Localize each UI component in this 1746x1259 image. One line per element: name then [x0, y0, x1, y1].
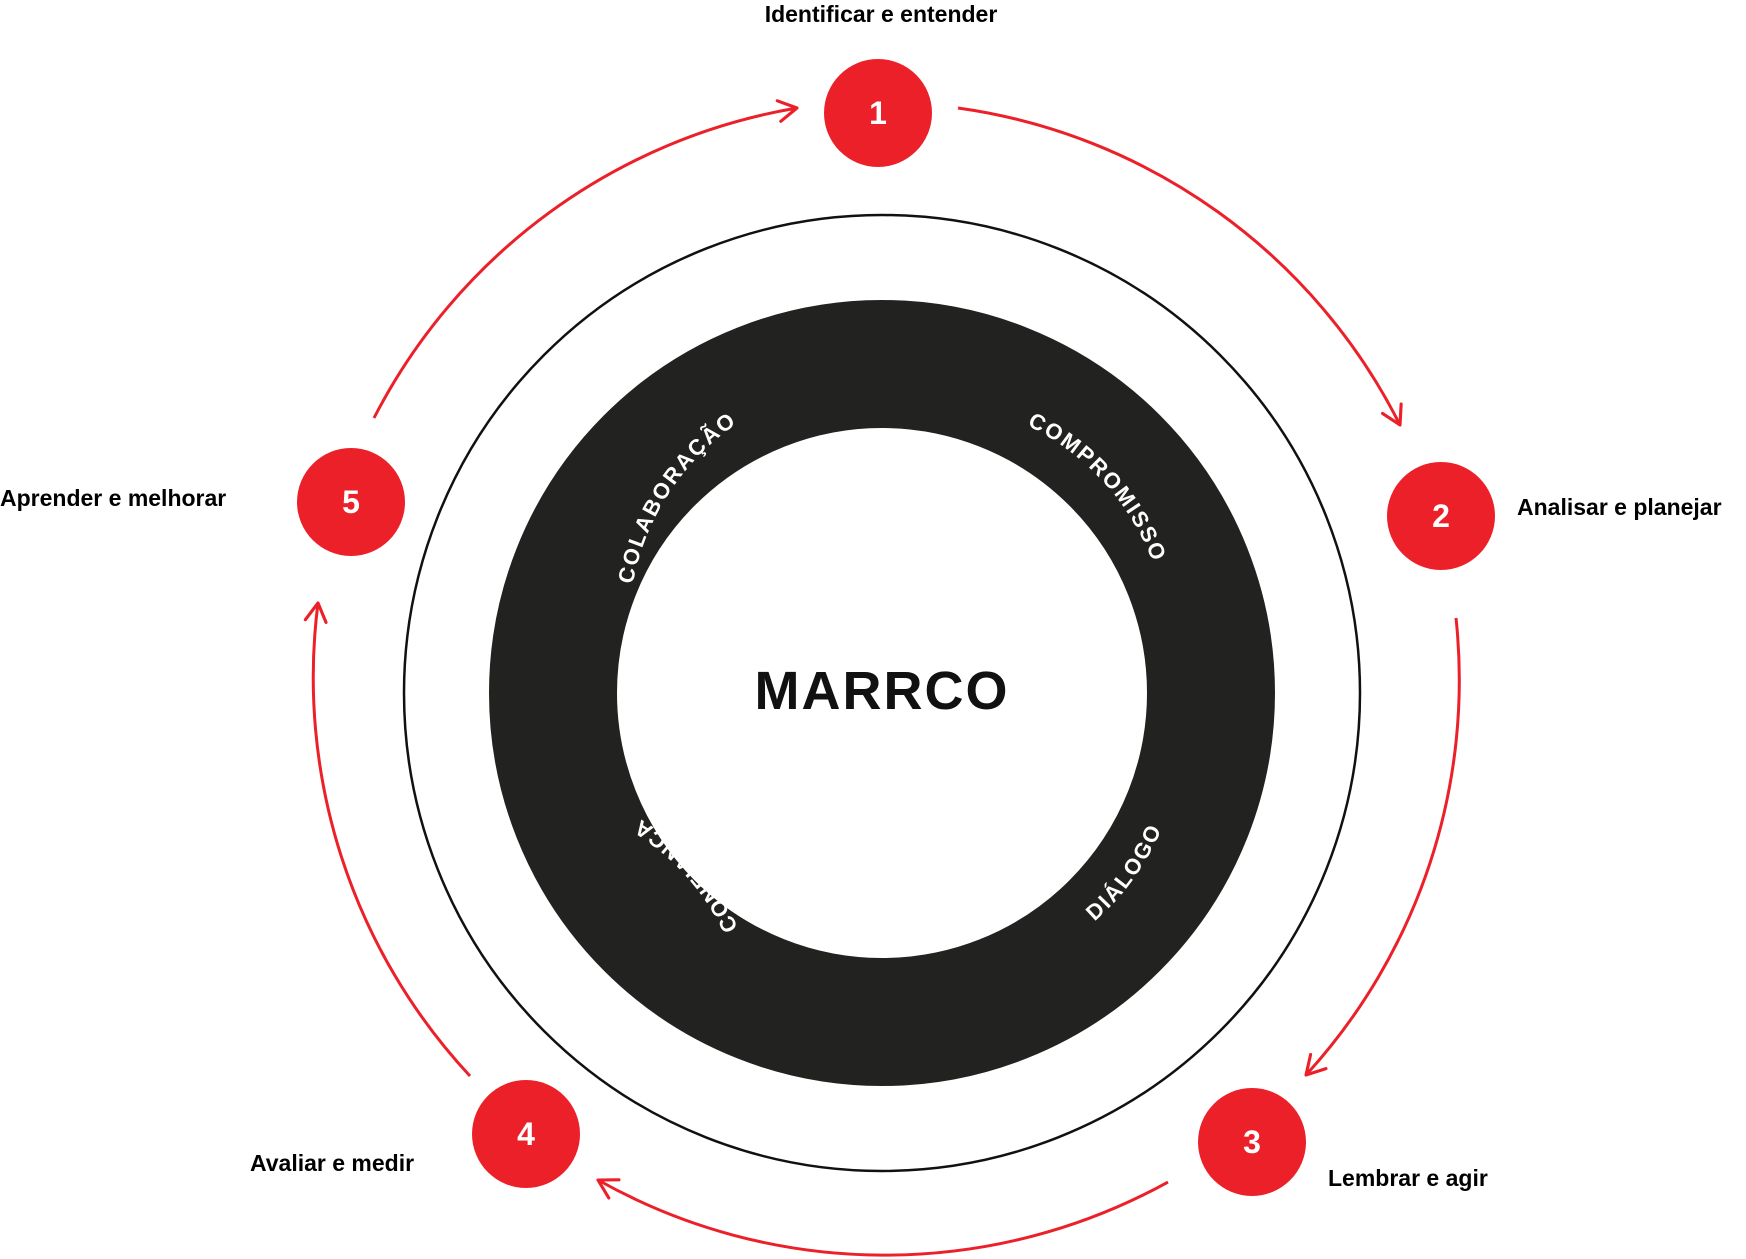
- arrow-1-to-2: [957, 106, 1403, 427]
- step-1-number: 1: [869, 95, 887, 131]
- arrow-5-to-1: [372, 99, 799, 419]
- step-2: 2 Analisar e planejar: [1387, 462, 1722, 570]
- step-2-number: 2: [1432, 498, 1450, 534]
- step-4-label: Avaliar e medir: [250, 1150, 414, 1176]
- step-3-label: Lembrar e agir: [1328, 1165, 1488, 1191]
- step-4-circle: [472, 1080, 580, 1188]
- center-title: MARRCO: [755, 661, 1010, 721]
- step-3: 3 Lembrar e agir: [1198, 1088, 1488, 1196]
- step-5-label: Aprender e melhorar: [0, 485, 226, 511]
- step-3-circle: [1198, 1088, 1306, 1196]
- step-2-circle: [1387, 462, 1495, 570]
- arrow-2-to-3: [1304, 617, 1461, 1077]
- arrow-4-to-5: [303, 601, 472, 1078]
- values-ring: [489, 300, 1275, 1086]
- outer-ring: [402, 213, 1362, 1173]
- arrow-3-to-4: [596, 1178, 1169, 1257]
- step-1-label: Identificar e entender: [765, 1, 998, 27]
- step-4-number: 4: [517, 1116, 535, 1152]
- step-5-number: 5: [342, 484, 360, 520]
- step-2-label: Analisar e planejar: [1517, 494, 1722, 520]
- step-1-circle: [824, 59, 932, 167]
- step-5: 5 Aprender e melhorar: [0, 448, 405, 556]
- step-5-circle: [297, 448, 405, 556]
- step-1: 1 Identificar e entender: [765, 1, 998, 167]
- step-3-number: 3: [1243, 1124, 1261, 1160]
- step-4: 4 Avaliar e medir: [250, 1080, 580, 1188]
